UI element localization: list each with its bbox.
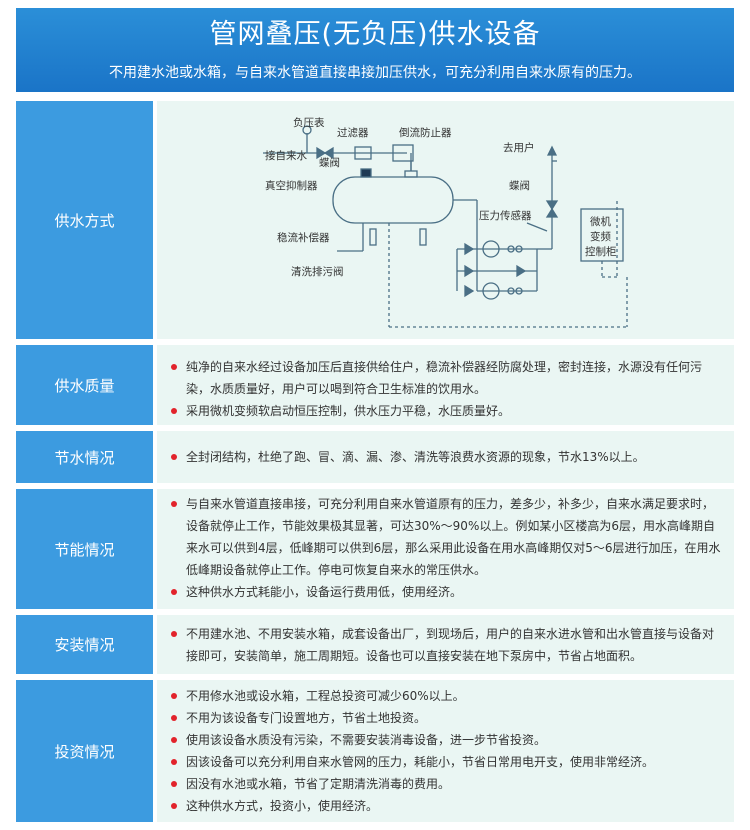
section-label: 安装情况 (16, 615, 153, 674)
bullet-icon (171, 408, 177, 414)
tank (332, 176, 454, 224)
list-item: 因该设备可以充分利用自来水管网的压力，耗能小，节省日常用电开支，使用非常经济。 (171, 751, 722, 773)
butterfly-valve-icon (545, 200, 559, 211)
section-water-quality: 供水质量 纯净的自来水经过设备加压后直接供给住户，稳流补偿器经防腐处理，密封连接… (16, 345, 734, 425)
vacuum-suppressor-icon (360, 168, 372, 178)
pump-icon (482, 240, 500, 258)
bullet-icon (171, 737, 177, 743)
section-supply-method: 供水方式 (16, 101, 734, 339)
filter-icon (354, 146, 372, 160)
list-item: 使用该设备水质没有污染，不需要安装消毒设备，进一步节省投资。 (171, 729, 722, 751)
diagram-label: 蝶阀 (319, 156, 340, 169)
section-content: 不用建水池、不用安装水箱，成套设备出厂，到现场后，用户的自来水进水管和出水管直接… (157, 615, 734, 674)
bullet-icon (171, 454, 177, 460)
bullet-icon (171, 364, 177, 370)
diagram-label: 倒流防止器 (399, 126, 452, 139)
list-item: 因没有水池或水箱，节省了定期清洗消毒的费用。 (171, 773, 722, 795)
section-energy-saving: 节能情况 与自来水管道直接串接，可充分利用自来水管道原有的压力，差多少，补多少，… (16, 489, 734, 609)
bullet-icon (171, 759, 177, 765)
list-item: 纯净的自来水经过设备加压后直接供给住户，稳流补偿器经防腐处理，密封连接，水源没有… (171, 356, 722, 400)
pump-icon (482, 282, 500, 300)
butterfly-valve-icon (316, 146, 327, 160)
section-content: 负压表 过滤器 倒流防止器 去用户 接自来水 蝶阀 真空抑制器 蝶阀 压力传感器… (157, 101, 734, 339)
diagram-label: 过滤器 (337, 126, 369, 139)
section-label: 供水质量 (16, 345, 153, 425)
diagram-label: 真空抑制器 (265, 179, 318, 192)
page-subtitle: 不用建水池或水箱，与自来水管道直接串接加压供水，可充分利用自来水原有的压力。 (109, 65, 641, 81)
bullet-icon (171, 715, 177, 721)
list-item: 不用为该设备专门设置地方，节省土地投资。 (171, 707, 722, 729)
list-item: 这种供水方式耗能小，设备运行费用低，使用经济。 (171, 581, 722, 603)
page-title: 管网叠压(无负压)供水设备 (209, 19, 541, 50)
bullet-icon (171, 589, 177, 595)
bullet-icon (171, 693, 177, 699)
section-label: 节能情况 (16, 489, 153, 609)
list-item: 采用微机变频软启动恒压控制，供水压力平稳，水压质量好。 (171, 400, 722, 422)
section-investment: 投资情况 不用修水池或设水箱，工程总投资可减少60%以上。 不用为该设备专门设置… (16, 680, 734, 822)
list-item: 这种供水方式，投资小，使用经济。 (171, 795, 722, 817)
section-content: 纯净的自来水经过设备加压后直接供给住户，稳流补偿器经防腐处理，密封连接，水源没有… (157, 345, 734, 425)
list-item: 全封闭结构，杜绝了跑、冒、滴、漏、渗、清洗等浪费水资源的现象，节水13%以上。 (171, 446, 722, 468)
diagram-label: 清洗排污阀 (291, 265, 344, 278)
bullet-icon (171, 803, 177, 809)
system-diagram: 负压表 过滤器 倒流防止器 去用户 接自来水 蝶阀 真空抑制器 蝶阀 压力传感器… (263, 116, 628, 328)
backflow-preventer-icon (392, 144, 414, 162)
diagram-label: 变频 (590, 230, 611, 243)
list-item: 与自来水管道直接串接，可充分利用自来水管道原有的压力，差多少，补多少，自来水满足… (171, 493, 722, 581)
list-item: 不用修水池或设水箱，工程总投资可减少60%以上。 (171, 685, 722, 707)
list-item: 不用建水池、不用安装水箱，成套设备出厂，到现场后，用户的自来水进水管和出水管直接… (171, 623, 722, 667)
diagram-label: 微机 (590, 215, 611, 228)
section-content: 与自来水管道直接串接，可充分利用自来水管道原有的压力，差多少，补多少，自来水满足… (157, 489, 734, 609)
diagram-label: 去用户 (503, 141, 535, 154)
page-header: 管网叠压(无负压)供水设备 不用建水池或水箱，与自来水管道直接串接加压供水，可充… (16, 8, 734, 92)
bullet-icon (171, 631, 177, 637)
pressure-gauge-icon (302, 125, 312, 135)
diagram-label: 稳流补偿器 (277, 231, 330, 244)
diagram-label: 控制柜 (585, 245, 617, 258)
bullet-icon (171, 501, 177, 507)
flow-compensator-icon (369, 228, 377, 246)
diagram-label: 压力传感器 (479, 209, 532, 222)
diagram-label: 蝶阀 (509, 179, 530, 192)
section-water-saving: 节水情况 全封闭结构，杜绝了跑、冒、滴、漏、渗、清洗等浪费水资源的现象，节水13… (16, 431, 734, 483)
bullet-icon (171, 781, 177, 787)
section-label: 投资情况 (16, 680, 153, 822)
section-content: 全封闭结构，杜绝了跑、冒、滴、漏、渗、清洗等浪费水资源的现象，节水13%以上。 (157, 431, 734, 483)
section-installation: 安装情况 不用建水池、不用安装水箱，成套设备出厂，到现场后，用户的自来水进水管和… (16, 615, 734, 674)
diagram-label: 接自来水 (265, 149, 307, 162)
section-content: 不用修水池或设水箱，工程总投资可减少60%以上。 不用为该设备专门设置地方，节省… (157, 680, 734, 822)
section-label: 供水方式 (16, 101, 153, 339)
diagram-label: 负压表 (293, 116, 325, 129)
section-label: 节水情况 (16, 431, 153, 483)
